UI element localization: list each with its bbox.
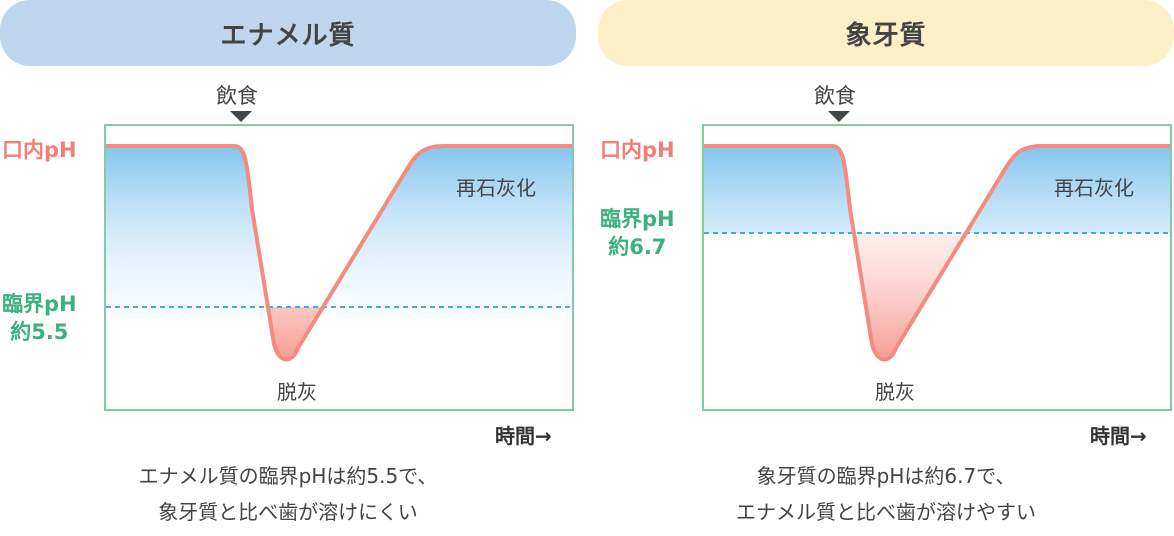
time-axis-label: 時間→: [495, 424, 552, 448]
remineralization-label: 再石灰化: [456, 176, 536, 200]
dentin-panel: 象牙質 飲食 口内pH 臨界pH 約6.7 再石灰化 脱灰 時間→ 象牙質の臨界…: [598, 0, 1174, 536]
caption-line-1: 象牙質の臨界pHは約6.7で、: [756, 464, 1016, 488]
time-axis-label: 時間→: [1090, 424, 1147, 448]
demineralization-zone: [853, 233, 967, 360]
remineralization-zone: [704, 146, 1170, 233]
meal-marker-icon: [828, 111, 850, 122]
critical-ph-label: 臨界pH 約5.5: [2, 290, 77, 346]
ph-curve: [704, 144, 1170, 362]
meal-marker-icon: [230, 111, 252, 122]
caption-line-2: 象牙質と比べ歯が溶けにくい: [158, 500, 418, 524]
graph-frame: [702, 124, 1172, 411]
enamel-title: エナメル質: [0, 0, 576, 66]
enamel-ph-graph: [104, 124, 574, 411]
caption-line-2: エナメル質と比べ歯が溶けやすい: [736, 500, 1036, 524]
critical-ph-label: 臨界pH 約6.7: [600, 205, 675, 261]
demineralization-label: 脱灰: [277, 380, 317, 404]
demineralization-zone: [267, 307, 323, 360]
graph-frame: [104, 124, 574, 411]
critical-ph-value: 約5.5: [10, 320, 69, 344]
remineralization-label: 再石灰化: [1054, 176, 1134, 200]
enamel-panel: エナメル質 飲食 口内pH 臨界pH 約5.5 再石灰化: [0, 0, 576, 536]
critical-ph-value: 約6.7: [608, 235, 667, 259]
demineralization-label: 脱灰: [875, 380, 915, 404]
dentin-title: 象牙質: [598, 0, 1174, 66]
ph-curve: [106, 144, 572, 362]
remineralization-zone: [106, 146, 572, 307]
critical-ph-title: 臨界pH: [600, 207, 675, 231]
critical-ph-title: 臨界pH: [2, 292, 77, 316]
caption-line-1: エナメル質の臨界pHは約5.5で、: [138, 464, 438, 488]
meal-label: 飲食: [216, 84, 258, 108]
mouth-ph-label: 口内pH: [600, 138, 675, 162]
dentin-caption: 象牙質の臨界pHは約6.7で、 エナメル質と比べ歯が溶けやすい: [598, 458, 1174, 530]
enamel-caption: エナメル質の臨界pHは約5.5で、 象牙質と比べ歯が溶けにくい: [0, 458, 576, 530]
meal-label: 飲食: [814, 84, 856, 108]
dentin-ph-graph: [702, 124, 1172, 411]
mouth-ph-label: 口内pH: [2, 138, 77, 162]
